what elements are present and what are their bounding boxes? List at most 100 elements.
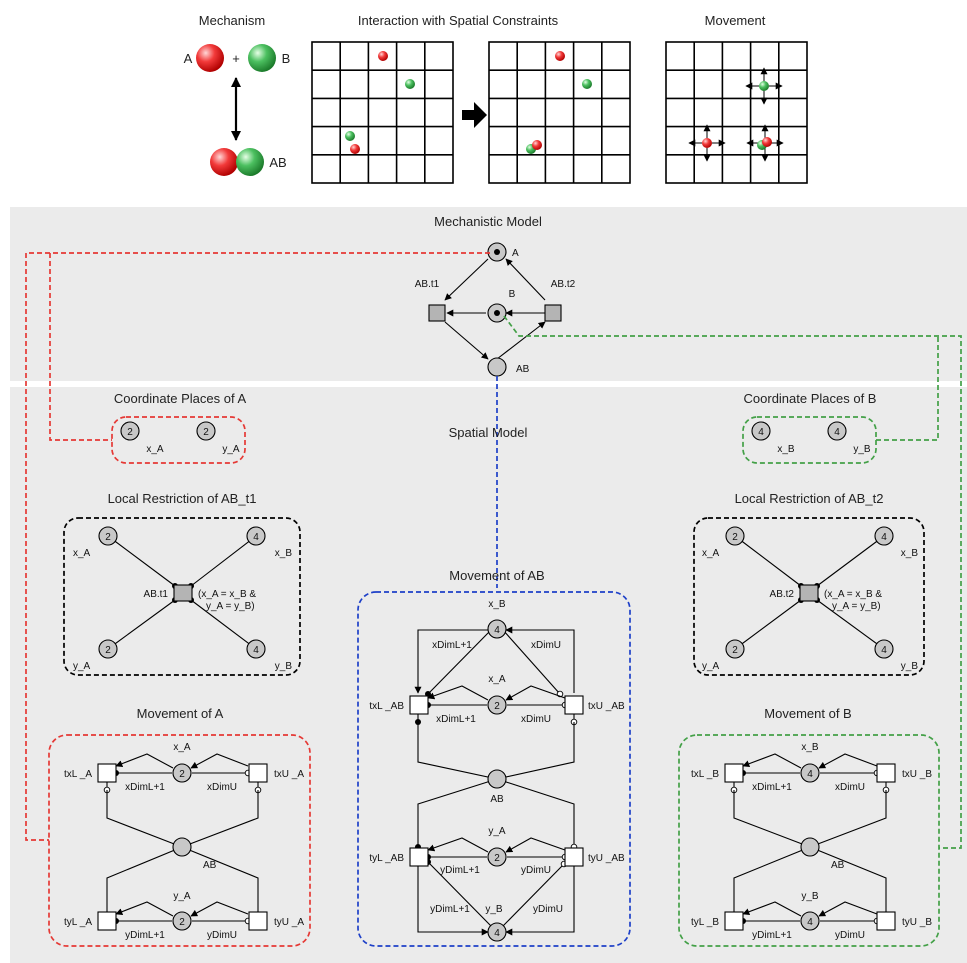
label: xDimL+1 [125,782,165,793]
molecule-b-icon [759,81,769,91]
token: 4 [494,625,500,636]
restriction-t1-xb-place [246,526,266,546]
label: xDimU [835,782,865,793]
restriction-t1-ya-place [98,639,118,659]
restriction-t1-yb-place [246,639,266,659]
movement-a-txl-transition [97,763,117,783]
movement-a-tyl-transition [97,911,117,931]
restriction-t2-yb-place [874,639,894,659]
coord-xa-label: x_A [146,444,164,455]
restriction-t2-xa-place [725,526,745,546]
grid-initial [311,41,454,184]
complex-ab-red-icon [210,148,238,176]
label: x_B [488,599,506,610]
grid-interaction [488,41,631,184]
restriction-t1-arcs [107,535,257,650]
transition-ab-t1 [428,304,446,322]
coord-xb-label: x_B [777,444,795,455]
mechanistic-model-title: Mechanistic Model [434,214,542,229]
movement-b-yb-place [800,911,820,931]
label: txL _A [64,769,92,780]
token: 2 [732,645,738,656]
mechanistic-panel [10,207,967,381]
movement-a-title: Movement of A [137,706,224,721]
label: xDimU [207,782,237,793]
movement-a-tyu-transition [248,911,268,931]
transition-ab-t2 [544,304,562,322]
label: yDimU [207,930,237,941]
guard-line-2: y_A = y_B) [832,601,881,612]
transition-t2-label: AB.t2 [551,279,576,290]
label: tyU _B [902,917,932,928]
label: y_A [173,891,191,902]
guard-line-1: (x_A = x_B & [824,589,882,600]
label: x_A [488,674,506,685]
token: 4 [807,917,813,928]
label: AB [203,860,217,871]
restriction-t1-box [63,517,301,676]
label: y_B [801,891,819,902]
token: 4 [253,645,259,656]
token: 2 [179,769,185,780]
restriction-t2-transition [799,584,819,602]
movement-a-box [48,734,311,947]
guard-line-1: (x_A = x_B & [198,589,256,600]
restriction-t2-arcs [734,535,885,650]
movement-ab-txl-transition [409,695,429,715]
label: tyU _AB [588,853,625,864]
label: yDimL+1 [125,930,165,941]
label: yDimL+1 [752,930,792,941]
movement-b-title: Movement of B [764,706,851,721]
coord-place-ya [196,421,216,441]
token: 4 [494,928,500,939]
token: 2 [105,532,111,543]
green-connector [503,315,962,849]
label: xDimL+1 [752,782,792,793]
coord-xa-token: 2 [127,427,133,438]
coord-ya-label: y_A [222,444,240,455]
green-connector-branch [876,336,939,441]
place-ab [487,357,507,377]
label: xDimU [531,640,561,651]
movement-b-xb-place [800,763,820,783]
token: 4 [253,532,259,543]
transition-t1-label: AB.t1 [415,279,440,290]
place-a-label: A [512,248,519,259]
label: xDimL+1 [432,640,472,651]
label: x_A [173,742,191,753]
movement-ab-txu-transition [564,695,584,715]
interaction-title: Interaction with Spatial Constraints [358,13,559,28]
label: x_B [801,742,819,753]
label: txU _AB [588,701,625,712]
label-xb: x_B [901,548,919,559]
label: AB [490,794,504,805]
coord-place-xb [751,421,771,441]
label: txU _B [902,769,932,780]
label: xDimU [521,714,551,725]
molecule-a-label: A [184,51,193,66]
movement-b-tyl-transition [724,911,744,931]
transition-arrow-icon [462,102,487,128]
movement-ab-tyl-transition [409,847,429,867]
token: 2 [494,853,500,864]
label-ya: y_A [702,661,720,672]
coord-b-box [742,416,877,464]
molecule-a-icon [196,44,224,72]
label: yDimU [533,904,563,915]
coord-a-box [111,416,246,464]
movement-ab-box [357,591,631,947]
label: txU _A [274,769,304,780]
movement-ab-tyu-transition [564,847,584,867]
movement-ab-title: Movement of AB [449,568,544,583]
transition-label: AB.t2 [770,589,795,600]
coord-yb-label: y_B [853,444,871,455]
spatial-grids [311,41,808,184]
molecule-a-icon [350,144,360,154]
mechanistic-net [444,258,546,360]
label: xDimL+1 [436,714,476,725]
label: tyL _AB [369,853,404,864]
guard-line-2: y_A = y_B) [206,601,255,612]
movement-top-title: Movement [705,13,766,28]
token-dot [494,249,500,255]
coord-place-yb [827,421,847,441]
